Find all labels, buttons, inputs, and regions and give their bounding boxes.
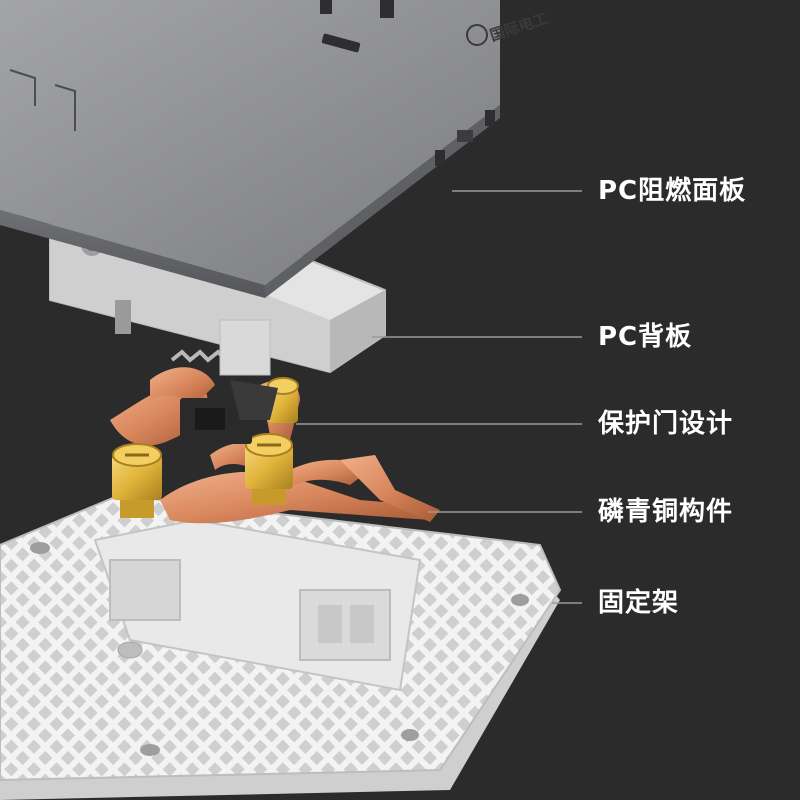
pc-flame-retardant-panel bbox=[0, 0, 500, 298]
fixing-frame bbox=[0, 493, 562, 800]
protective-shutter bbox=[170, 349, 278, 444]
brass-terminal-right bbox=[245, 433, 293, 505]
brass-terminal-left bbox=[112, 443, 162, 518]
callout-label-backplate: PC背板 bbox=[598, 322, 693, 352]
callout-label-frame: 固定架 bbox=[598, 588, 680, 618]
callout-label-shutter: 保护门设计 bbox=[598, 409, 734, 439]
brand-logo-icon bbox=[466, 24, 488, 46]
callout-label-panel: PC阻燃面板 bbox=[598, 176, 747, 206]
callout-label-bronze: 磷青铜构件 bbox=[598, 497, 734, 527]
leader-lines bbox=[296, 190, 582, 604]
